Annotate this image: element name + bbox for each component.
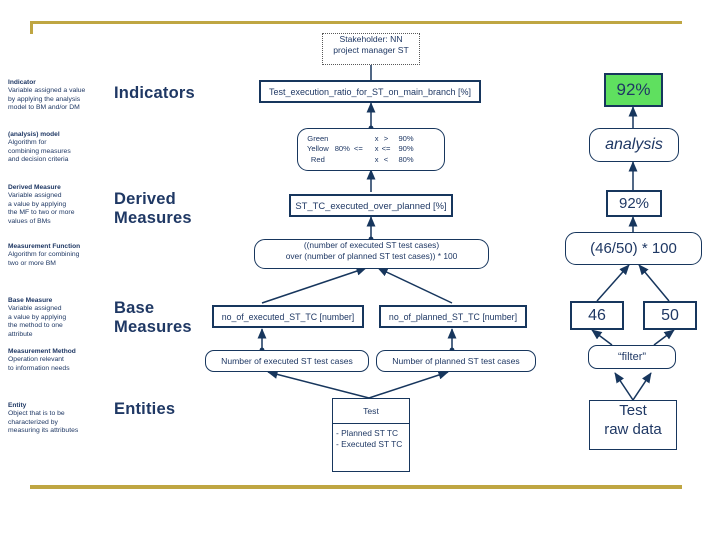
top-gold-rule-tick xyxy=(30,21,33,34)
example-method-box[interactable]: “filter” xyxy=(588,345,676,369)
base-measure-right-box[interactable]: no_of_planned_ST_TC [number] xyxy=(379,305,527,328)
level-label-entities: Entities xyxy=(114,400,176,418)
criteria-op1 xyxy=(352,134,365,145)
measurement-function-box[interactable]: ((number of executed ST test cases) over… xyxy=(254,239,489,269)
definition-term: Measurement Function xyxy=(8,243,81,250)
criteria-row: Red x < 80% xyxy=(307,155,414,166)
criteria-var: x xyxy=(374,144,379,154)
criteria-color: Red xyxy=(310,154,325,164)
definition-entity: Entity Object that is to be characterize… xyxy=(8,402,116,436)
definition-desc: Algorithm for combining measures and dec… xyxy=(8,139,71,164)
criteria-high: 90% xyxy=(398,144,414,154)
definition-term: Entity xyxy=(8,402,27,409)
criteria-var: x xyxy=(374,154,379,164)
example-derived-value[interactable]: 92% xyxy=(606,190,662,217)
measurement-method-right-box[interactable]: Number of planned ST test cases xyxy=(376,350,536,372)
criteria-low xyxy=(333,134,352,145)
example-analysis-box[interactable]: analysis xyxy=(589,128,679,162)
definition-measurement-function: Measurement Function Algorithm for combi… xyxy=(8,243,116,268)
definition-measurement-method: Measurement Method Operation relevant to… xyxy=(8,348,116,373)
criteria-row: Yellow 80% <= x <= 90% xyxy=(307,144,414,155)
definition-desc: Variable assigned a value by applying th… xyxy=(8,192,75,225)
criteria-high: 80% xyxy=(398,154,414,164)
level-label-base-measures: Base Measures xyxy=(114,299,192,336)
entity-title: Test xyxy=(333,399,409,424)
indicator-box[interactable]: Test_execution_ratio_for_ST_on_main_bran… xyxy=(259,80,481,103)
bottom-gold-rule xyxy=(30,485,682,489)
criteria-high: 90% xyxy=(398,133,414,143)
definition-desc: Operation relevant to information needs xyxy=(8,356,70,372)
decision-criteria-box[interactable]: Green x > 90% Yellow 80% <= x <= 90% Red… xyxy=(297,128,445,171)
criteria-color: Green xyxy=(307,133,329,143)
definition-base-measure: Base Measure Variable assigned a value b… xyxy=(8,297,116,339)
definition-derived-measure: Derived Measure Variable assigned a valu… xyxy=(8,184,116,226)
criteria-var: x xyxy=(374,133,379,143)
criteria-color: Yellow xyxy=(307,144,329,154)
criteria-op2: < xyxy=(383,154,389,164)
derived-measure-box[interactable]: ST_TC_executed_over_planned [%] xyxy=(289,194,453,217)
example-indicator-value[interactable]: 92% xyxy=(604,73,663,107)
definition-desc: Algorithm for combining two or more BM xyxy=(8,251,80,267)
definition-term: Base Measure xyxy=(8,297,53,304)
level-label-indicators: Indicators xyxy=(114,84,195,102)
definition-desc: Variable assigned a value by applying th… xyxy=(8,305,67,338)
level-label-derived-measures: Derived Measures xyxy=(114,190,192,227)
definition-term: Indicator xyxy=(8,79,36,86)
definition-desc: Object that is to be characterized by me… xyxy=(8,410,79,435)
definition-term: Measurement Method xyxy=(8,348,76,355)
top-gold-rule xyxy=(30,21,682,24)
definition-term: (analysis) model xyxy=(8,131,60,138)
criteria-row: Green x > 90% xyxy=(307,133,414,145)
entity-attributes: - Planned ST TC - Executed ST TC xyxy=(336,428,403,449)
definition-term: Derived Measure xyxy=(8,184,61,191)
criteria-low: 80% xyxy=(334,144,350,154)
entity-box[interactable]: Test - Planned ST TC - Executed ST TC xyxy=(332,398,410,472)
criteria-low xyxy=(333,155,352,166)
criteria-op1 xyxy=(352,155,365,166)
criteria-op1: <= xyxy=(353,144,363,154)
definition-desc: Variable assigned a value by applying th… xyxy=(8,87,86,112)
definition-indicator: Indicator Variable assigned a value by a… xyxy=(8,79,116,113)
definition-analysis-model: (analysis) model Algorithm for combining… xyxy=(8,131,116,165)
criteria-op2: <= xyxy=(381,144,391,154)
example-function-expression[interactable]: (46/50) * 100 xyxy=(565,232,702,265)
example-base-value-left[interactable]: 46 xyxy=(570,301,624,330)
stakeholder-box[interactable]: Stakeholder: NN project manager ST xyxy=(322,33,420,65)
example-entity-box[interactable]: Test raw data xyxy=(589,400,677,450)
base-measure-left-box[interactable]: no_of_executed_ST_TC [number] xyxy=(212,305,364,328)
criteria-op2: > xyxy=(383,133,389,143)
measurement-method-left-box[interactable]: Number of executed ST test cases xyxy=(205,350,369,372)
example-base-value-right[interactable]: 50 xyxy=(643,301,697,330)
